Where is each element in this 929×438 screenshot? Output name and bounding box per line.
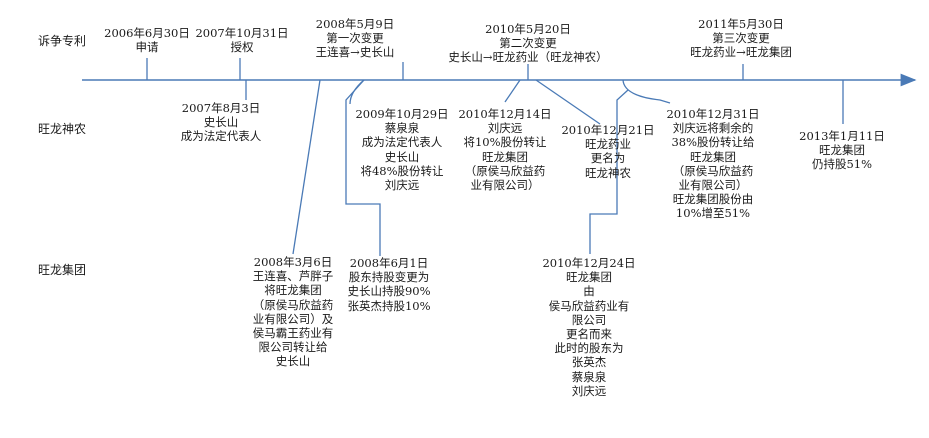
connector-transfer-2008	[292, 79, 321, 255]
event-change1-2008: 2008年5月9日 第一次变更 王连喜→史长山	[316, 17, 395, 60]
connector-cai-2009	[349, 79, 365, 105]
event-apply-2006-text: 申请	[135, 40, 159, 55]
event-transfer-2008-0306-line4: 业有限公司）及	[252, 311, 334, 326]
event-transfer-2008-0306-line7: 史长山	[275, 354, 311, 369]
event-change2-2010-title: 第二次变更	[499, 36, 557, 51]
event-change2-2010: 2010年5月20日 第二次变更 史长山→旺龙药业（旺龙神农）	[448, 22, 607, 65]
event-cai-2009: 2009年10月29日 蔡泉泉 成为法定代表人 史长山 将48%股份转让 刘庆远	[355, 107, 448, 192]
event-liu-2010-1214: 2010年12月14日 刘庆远 将10%股份转让 旺龙集团 （原侯马欣益药 业有…	[458, 107, 551, 192]
event-liu-2010-1214-line3: 旺龙集团	[481, 149, 528, 164]
event-group-2010-1224-line8: 蔡泉泉	[571, 369, 607, 384]
connector-liu-2010-1231	[622, 79, 671, 104]
event-shareholder-2008-0601-line3: 张英杰持股10%	[347, 298, 431, 313]
event-rep-2007: 2007年8月3日 史长山 成为法定代表人	[181, 101, 262, 144]
row-label-group: 旺龙集团	[38, 263, 87, 277]
event-rename-2010-1221: 2010年12月21日 旺龙药业 更名为 旺龙神农	[561, 123, 654, 180]
event-shareholder-2008-0601: 2008年6月1日 股东持股变更为 史长山持股90% 张英杰持股10%	[347, 256, 430, 313]
event-change3-2011-text: 旺龙药业→旺龙集团	[690, 45, 792, 60]
event-hold-2013-line1: 旺龙集团	[819, 143, 865, 158]
event-rep-2007-line1: 史长山	[203, 115, 239, 130]
event-cai-2009-line4: 将48%股份转让	[360, 163, 444, 178]
event-transfer-2008-0306-line2: 将旺龙集团	[264, 283, 322, 298]
event-cai-2009-line2: 成为法定代表人	[361, 135, 443, 150]
event-liu-2010-1231-date: 2010年12月31日	[666, 107, 760, 121]
event-cai-2009-line3: 史长山	[384, 149, 420, 164]
event-cai-2009-date: 2009年10月29日	[355, 107, 449, 121]
event-shareholder-2008-0601-line2: 史长山持股90%	[347, 284, 431, 299]
event-group-2010-1224-line7: 张英杰	[571, 355, 607, 370]
event-liu-2010-1231-line4: （原侯马欣益药	[672, 163, 754, 178]
event-grant-2007: 2007年10月31日 授权	[195, 26, 288, 54]
event-rename-2010-1221-line1: 旺龙药业	[584, 137, 631, 152]
event-liu-2010-1231-line6: 旺龙集团股份由	[672, 192, 754, 207]
event-cai-2009-line5: 刘庆远	[384, 178, 420, 193]
event-group-2010-1224-line9: 刘庆远	[571, 383, 607, 398]
event-liu-2010-1214-line5: 业有限公司）	[470, 178, 540, 193]
event-shareholder-2008-0601-line1: 股东持股变更为	[348, 270, 430, 285]
event-rep-2007-date: 2007年8月3日	[181, 101, 261, 115]
event-transfer-2008-0306-date: 2008年3月6日	[253, 255, 333, 269]
event-liu-2010-1214-date: 2010年12月14日	[458, 107, 552, 121]
event-hold-2013-line2: 仍持股51%	[811, 157, 873, 172]
event-liu-2010-1231-line7: 10%增至51%	[675, 206, 751, 221]
event-change2-2010-date: 2010年5月20日	[485, 22, 571, 36]
event-transfer-2008-0306-line3: （原侯马欣益药	[252, 297, 334, 312]
event-change3-2011-title: 第三次变更	[712, 31, 770, 46]
connector-shareholder-2008	[345, 79, 381, 256]
event-change1-2008-text: 王连喜→史长山	[315, 45, 395, 60]
event-transfer-2008-0306-line5: 侯马霸王药业有	[252, 326, 334, 341]
event-liu-2010-1214-line4: （原侯马欣益药	[464, 163, 546, 178]
connector-group-2010	[589, 89, 629, 254]
event-rename-2010-1221-line2: 更名为	[590, 151, 626, 166]
event-rename-2010-1221-line3: 旺龙神农	[584, 165, 631, 180]
event-group-2010-1224-line6: 此时的股东为	[554, 341, 624, 356]
event-apply-2006: 2006年6月30日 申请	[104, 26, 190, 54]
event-change3-2011-date: 2011年5月30日	[698, 17, 784, 31]
event-transfer-2008-0306-line1: 王连喜、芦胖子	[252, 269, 334, 284]
event-liu-2010-1231: 2010年12月31日 刘庆远将剩余的 38%股份转让给 旺龙集团 （原侯马欣益…	[666, 107, 759, 221]
event-group-2010-1224-date: 2010年12月24日	[542, 256, 636, 270]
event-group-2010-1224-line5: 更名而来	[565, 327, 612, 342]
event-transfer-2008-0306-line6: 限公司转让给	[258, 340, 328, 355]
event-group-2010-1224-line4: 限公司	[571, 312, 607, 327]
event-liu-2010-1231-line1: 刘庆远将剩余的	[672, 121, 754, 136]
event-change1-2008-title: 第一次变更	[326, 31, 384, 46]
event-group-2010-1224-line3: 侯马欣益药业有	[548, 298, 630, 313]
event-group-2010-1224: 2010年12月24日 旺龙集团 由 侯马欣益药业有 限公司 更名而来 此时的股…	[542, 256, 635, 398]
event-cai-2009-line1: 蔡泉泉	[384, 121, 420, 136]
event-hold-2013-date: 2013年1月11日	[799, 129, 885, 143]
event-grant-2007-text: 授权	[230, 40, 254, 55]
row-label-shennong: 旺龙神农	[38, 122, 87, 136]
connector-liu-2010-1214	[504, 79, 521, 103]
event-hold-2013: 2013年1月11日 旺龙集团 仍持股51%	[799, 129, 885, 172]
row-label-patent: 诉争专利	[38, 34, 87, 48]
event-liu-2010-1231-line3: 旺龙集团	[689, 149, 736, 164]
event-shareholder-2008-0601-date: 2008年6月1日	[349, 256, 429, 270]
event-change1-2008-date: 2008年5月9日	[315, 17, 395, 31]
event-change2-2010-text: 史长山→旺龙药业（旺龙神农）	[448, 50, 608, 65]
event-rename-2010-1221-date: 2010年12月21日	[561, 123, 655, 137]
event-change3-2011: 2011年5月30日 第三次变更 旺龙药业→旺龙集团	[690, 17, 792, 60]
connector-rename-2010-1221	[535, 79, 601, 125]
event-apply-2006-date: 2006年6月30日	[104, 26, 190, 40]
event-transfer-2008-0306: 2008年3月6日 王连喜、芦胖子 将旺龙集团 （原侯马欣益药 业有限公司）及 …	[253, 255, 334, 369]
event-liu-2010-1214-line1: 刘庆远	[487, 121, 523, 136]
event-liu-2010-1231-line2: 38%股份转让给	[671, 135, 755, 150]
event-group-2010-1224-line2: 由	[583, 284, 595, 299]
event-rep-2007-line2: 成为法定代表人	[180, 129, 262, 144]
event-group-2010-1224-line1: 旺龙集团	[565, 270, 612, 285]
event-liu-2010-1231-line5: 业有限公司）	[678, 178, 748, 193]
event-grant-2007-date: 2007年10月31日	[195, 26, 289, 40]
event-liu-2010-1214-line2: 将10%股份转让	[463, 135, 547, 150]
